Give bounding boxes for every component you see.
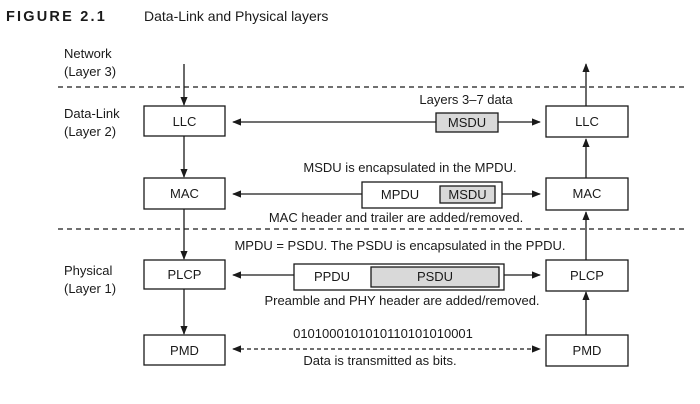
ppdu-frame-label: PPDU (314, 269, 350, 284)
mac-left-label: MAC (170, 186, 199, 201)
figure-title: Data-Link and Physical layers (144, 8, 328, 24)
plcp-left-label: PLCP (168, 267, 202, 282)
pmd-right-box (545, 334, 629, 367)
pmd-right-label: PMD (573, 343, 602, 358)
datalink-layer-name: Data-Link (64, 106, 120, 121)
layers-data-note: Layers 3–7 data (419, 92, 513, 107)
plcp-right-box (545, 259, 629, 292)
network-layer-number: (Layer 3) (64, 64, 116, 79)
mpdu-msdu-frame-label: MSDU (448, 187, 486, 202)
figure-label: FIGURE 2.1 (6, 9, 107, 25)
plcp-right-label: PLCP (570, 268, 604, 283)
bits-note: 0101000101010110101010001 (293, 326, 473, 341)
mac-left-box (143, 177, 226, 210)
psdu-frame (370, 266, 500, 288)
msdu-frame-label: MSDU (448, 115, 486, 130)
psdu-frame-label: PSDU (417, 269, 453, 284)
network-layer-name: Network (64, 46, 112, 61)
llc-left-box (143, 105, 226, 137)
plcp-left-box (143, 259, 226, 290)
transmitted-note: Data is transmitted as bits. (303, 353, 456, 368)
mac-right-box (545, 177, 629, 211)
physical-layer-number: (Layer 1) (64, 281, 116, 296)
msdu-encapsulated-note: MSDU is encapsulated in the MPDU. (303, 160, 516, 175)
llc-right-box (545, 105, 629, 138)
pmd-left-box (143, 334, 226, 366)
llc-right-label: LLC (575, 114, 599, 129)
msdu-frame (435, 112, 499, 133)
pmd-left-label: PMD (170, 343, 199, 358)
mac-header-note: MAC header and trailer are added/removed… (269, 210, 523, 225)
mpdu-frame-label: MPDU (381, 187, 419, 202)
llc-left-label: LLC (173, 114, 197, 129)
mac-right-label: MAC (573, 186, 602, 201)
preamble-note: Preamble and PHY header are added/remove… (264, 293, 539, 308)
mpdu-psdu-note: MPDU = PSDU. The PSDU is encapsulated in… (234, 238, 565, 253)
mpdu-msdu-frame (439, 185, 496, 204)
datalink-layer-number: (Layer 2) (64, 124, 116, 139)
physical-layer-name: Physical (64, 263, 113, 278)
